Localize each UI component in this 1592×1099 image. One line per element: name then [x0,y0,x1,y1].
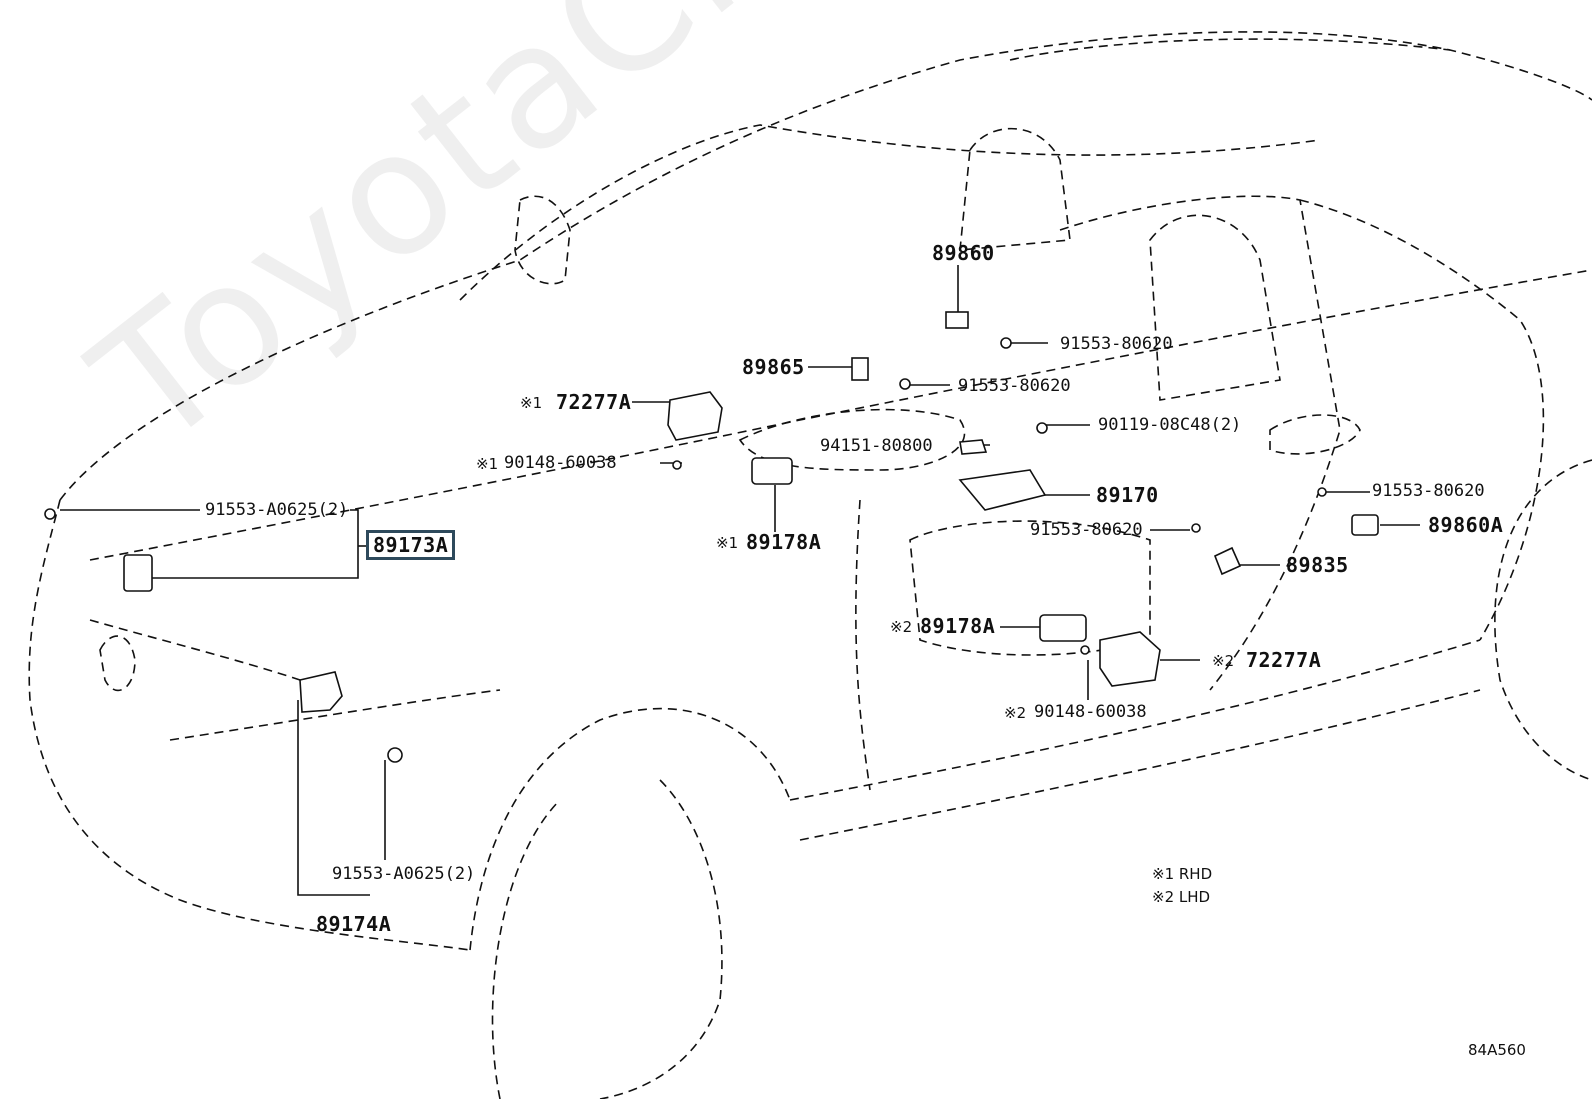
legend-lhd: ※2 LHD [1152,888,1211,906]
part-89174a[interactable]: 89174A [316,912,392,936]
part-91553-80620-d[interactable]: 91553-80620 [1372,481,1485,501]
lhd-mark: ※2 [1212,652,1235,670]
rhd-mark: ※1 [476,455,499,473]
part-91553-80620-c[interactable]: 91553-80620 [1030,520,1143,540]
part-89860a[interactable]: 89860A [1428,513,1504,537]
part-90148-60038-rhd[interactable]: 90148-60038 [504,453,617,473]
lhd-mark: ※2 [890,618,913,636]
figure-code: 84A560 [1468,1041,1526,1059]
part-90148-60038-lhd[interactable]: 90148-60038 [1034,702,1147,722]
rhd-mark: ※1 [716,534,739,552]
part-89178a-rhd[interactable]: 89178A [746,530,822,554]
legend-rhd: ※1 RHD [1152,865,1213,883]
part-72277a-rhd[interactable]: 72277A [556,390,632,414]
part-91553-80620-a[interactable]: 91553-80620 [1060,334,1173,354]
part-89835[interactable]: 89835 [1286,553,1349,577]
part-94151-80800[interactable]: 94151-80800 [820,436,933,456]
part-89178a-lhd[interactable]: 89178A [920,614,996,638]
part-89860[interactable]: 89860 [932,241,995,265]
part-89865[interactable]: 89865 [742,355,805,379]
part-91553-a0625-bottom[interactable]: 91553-A0625(2) [332,864,476,884]
part-91553-80620-b[interactable]: 91553-80620 [958,376,1071,396]
part-90119-08c48[interactable]: 90119-08C48(2) [1098,415,1242,435]
part-89170[interactable]: 89170 [1096,483,1159,507]
rhd-mark: ※1 [520,394,543,412]
lhd-mark: ※2 [1004,704,1027,722]
part-89173a-highlighted[interactable]: 89173A [366,530,456,560]
part-72277a-lhd[interactable]: 72277A [1246,648,1322,672]
part-91553-a0625-top[interactable]: 91553-A0625(2) [205,500,349,520]
